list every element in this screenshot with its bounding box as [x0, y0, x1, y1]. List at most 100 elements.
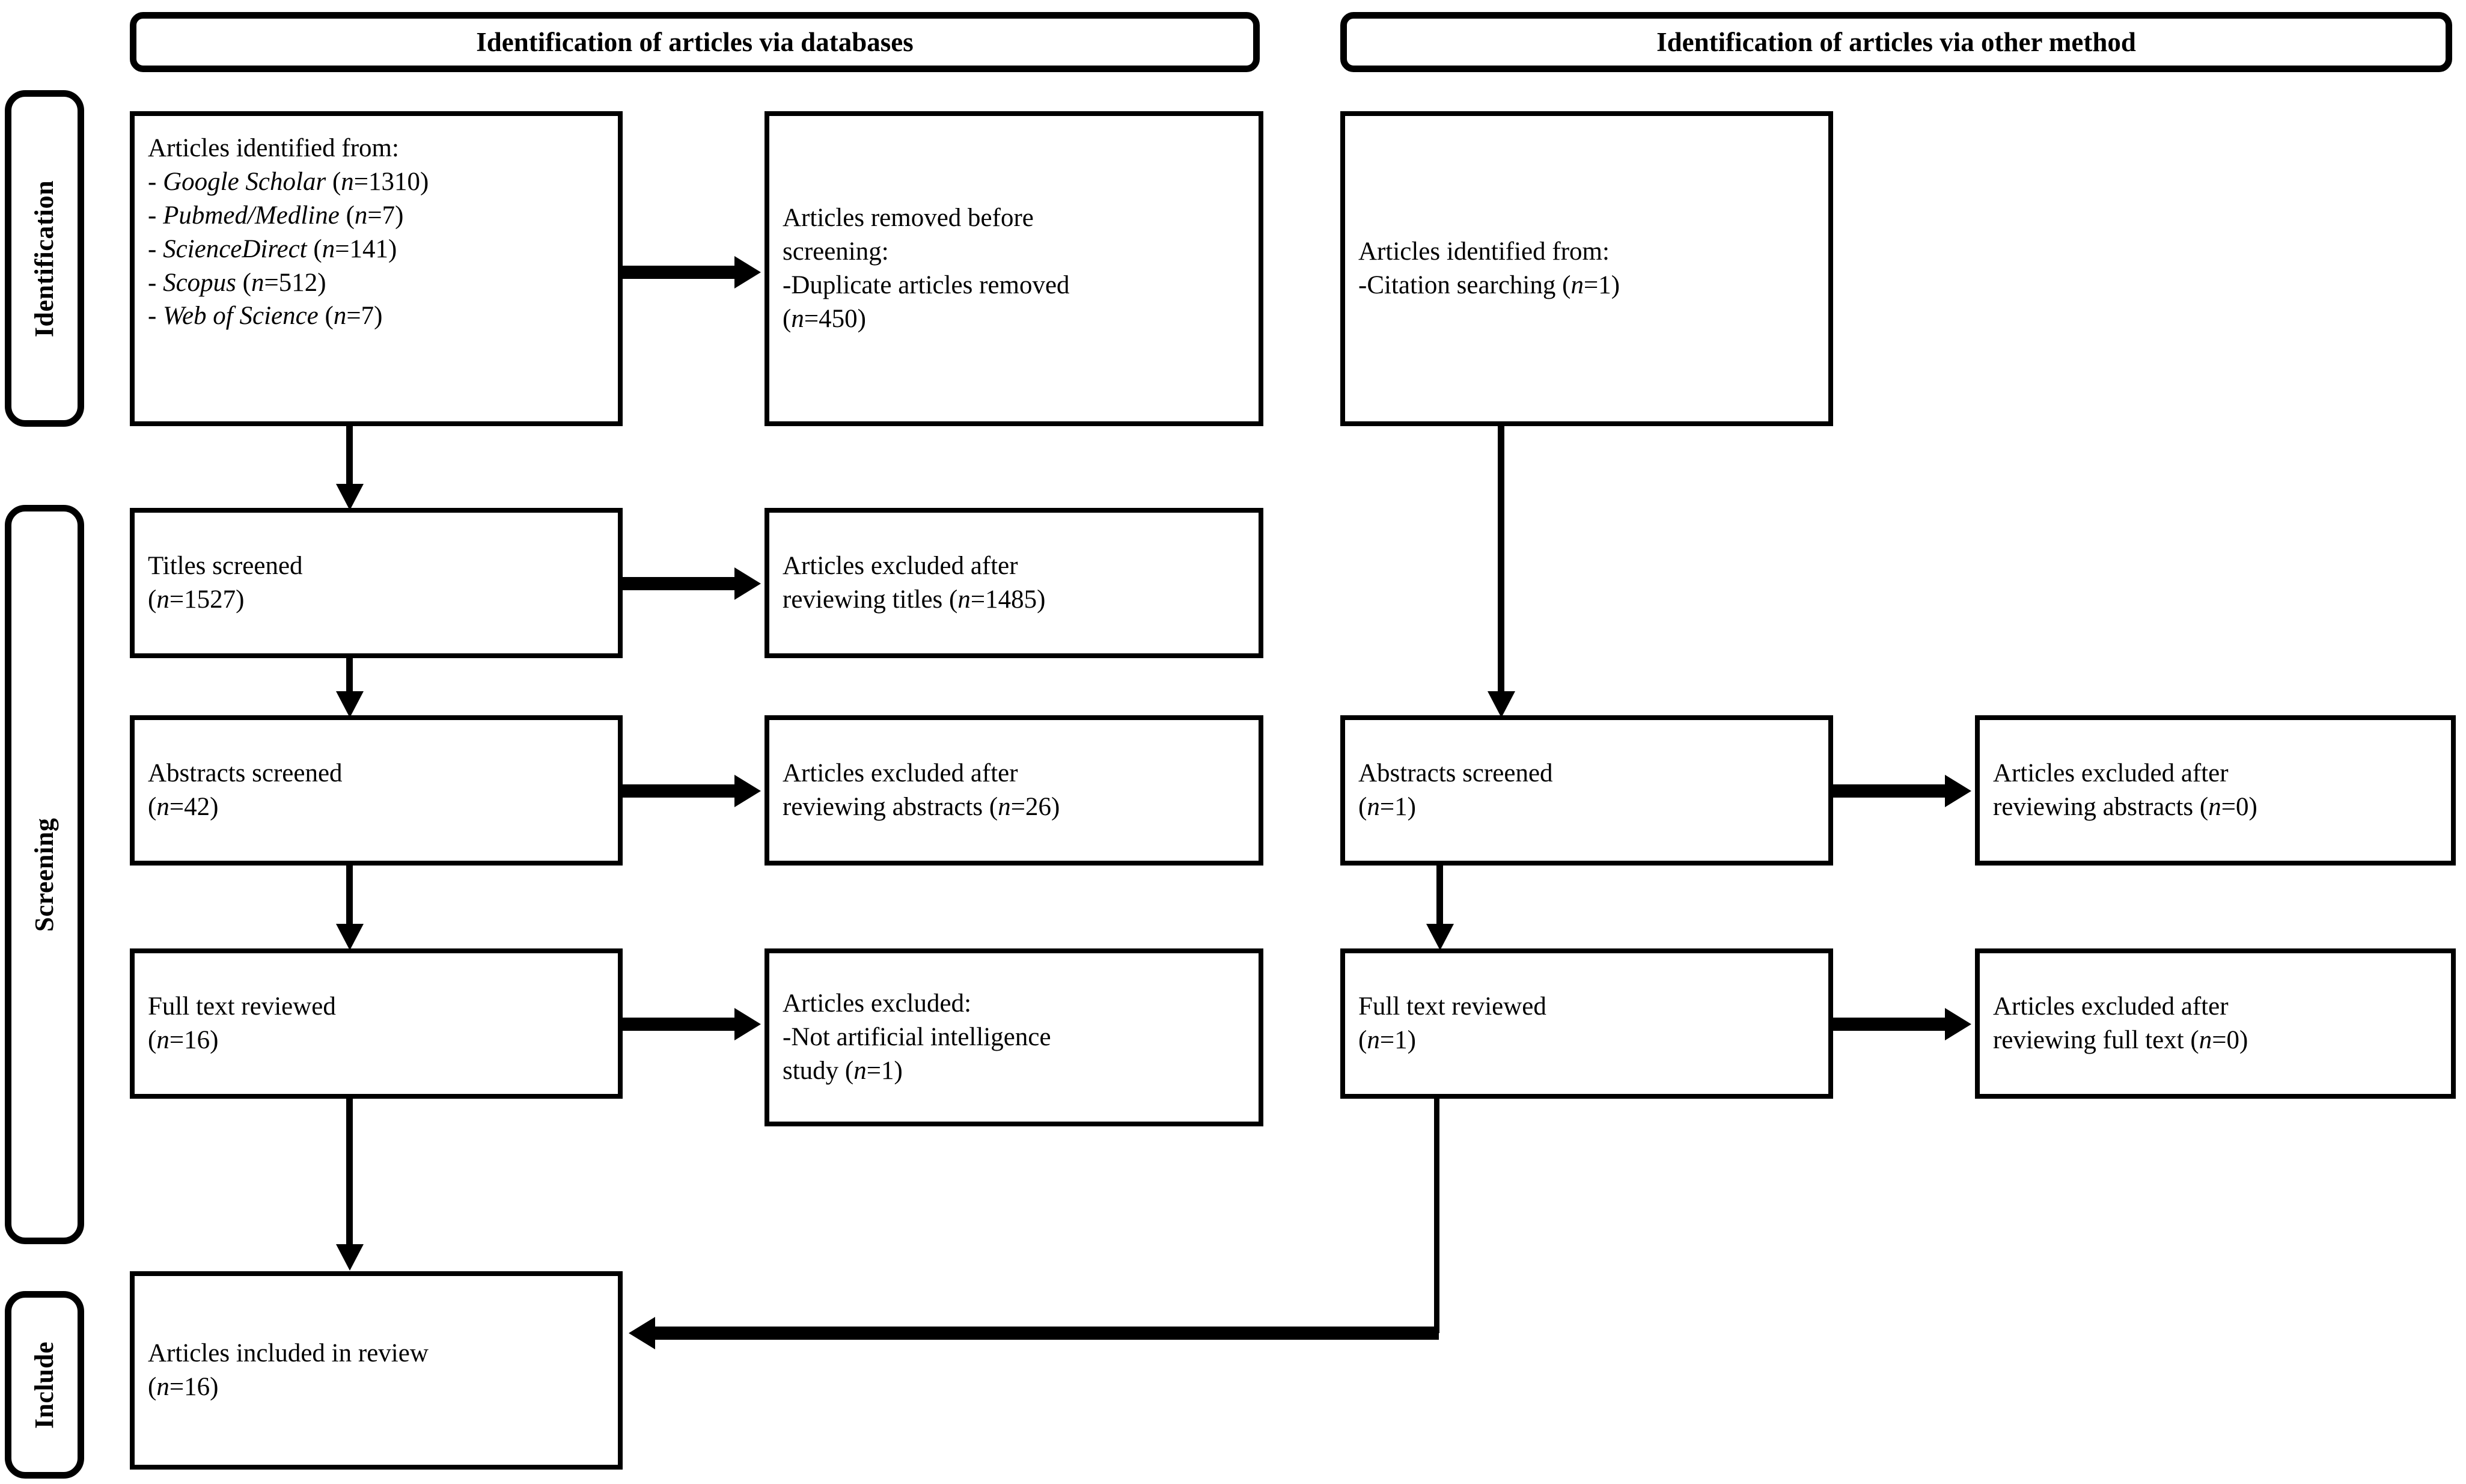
arrowhead-abstracts-to-abstracts-excluded	[734, 775, 761, 807]
box-abstracts-screened-databases: Abstracts screened (n=42)	[130, 715, 623, 866]
connector-other-abstracts-to-excluded	[1833, 784, 1949, 798]
connector-other-fulltext-elbow-vertical	[1434, 1099, 1439, 1333]
connector-other-identified-to-abstracts	[1498, 426, 1504, 695]
removed-line-3: -Duplicate articles removed	[783, 271, 1070, 299]
arrowhead-other-fulltext-to-excluded	[1945, 1008, 1971, 1040]
other-abstracts-screened-line-1: Abstracts screened	[1358, 759, 1553, 788]
box-articles-excluded-abstracts-other-method: Articles excluded after reviewing abstra…	[1975, 715, 2456, 866]
titles-excluded-line-1: Articles excluded after	[783, 552, 1018, 581]
abstracts-screened-line-1: Abstracts screened	[148, 759, 343, 788]
box-full-text-reviewed-other-method: Full text reviewed (n=1)	[1340, 948, 1833, 1099]
source-name: ScienceDirect	[163, 234, 307, 263]
arrowhead-other-abstracts-to-excluded	[1945, 775, 1971, 807]
column-header-databases: Identification of articles via databases	[130, 12, 1260, 72]
included-line-1: Articles included in review	[148, 1339, 429, 1368]
fulltext-reviewed-line-1: Full text reviewed	[148, 992, 336, 1021]
connector-abstracts-to-fulltext-databases	[346, 866, 353, 928]
phase-label-include: Include	[5, 1291, 84, 1479]
abstracts-excluded-line-1: Articles excluded after	[783, 759, 1018, 788]
source-item-web-of-science: - Web of Science (n=7)	[148, 299, 605, 333]
included-line-2: (n=16)	[148, 1373, 219, 1401]
box-articles-removed-before-screening: Articles removed before screening: -Dupl…	[765, 111, 1263, 426]
box-articles-excluded-titles: Articles excluded after reviewing titles…	[765, 508, 1263, 658]
box-articles-identified-other-method: Articles identified from: -Citation sear…	[1340, 111, 1833, 426]
titles-screened-line-1: Titles screened	[148, 552, 303, 581]
bullet: -	[148, 302, 157, 331]
other-abstracts-screened-line-2: (n=1)	[1358, 793, 1416, 821]
source-count: (n=512)	[242, 268, 326, 297]
box-heading: Articles identified from:	[148, 134, 399, 162]
phase-label-screening-text: Screening	[29, 817, 60, 932]
box-titles-screened: Titles screened (n=1527)	[130, 508, 623, 658]
connector-other-fulltext-elbow-horizontal	[655, 1327, 1439, 1340]
source-count: (n=141)	[313, 234, 397, 263]
other-abstracts-excluded-line-1: Articles excluded after	[1993, 759, 2229, 788]
connector-abstracts-to-fulltext-other-method	[1436, 866, 1443, 928]
phase-label-identification-text: Identification	[29, 180, 60, 337]
removed-line-1: Articles removed before	[783, 204, 1034, 233]
connector-fulltext-to-included	[346, 1099, 353, 1249]
fulltext-excluded-line-1: Articles excluded:	[783, 989, 972, 1018]
arrowhead-identified-to-removed	[734, 256, 761, 289]
other-fulltext-excluded-line-2: reviewing full text (n=0)	[1993, 1026, 2248, 1054]
column-header-other-method: Identification of articles via other met…	[1340, 12, 2452, 72]
connector-abstracts-to-abstracts-excluded	[623, 784, 738, 798]
arrowhead-identified-to-titles	[336, 484, 364, 510]
box-abstracts-screened-other-method: Abstracts screened (n=1)	[1340, 715, 1833, 866]
source-item-google-scholar: - Google Scholar (n=1310)	[148, 165, 605, 199]
arrowhead-abstracts-to-fulltext-other-method	[1426, 924, 1454, 950]
phase-label-identification: Identification	[5, 90, 84, 427]
connector-fulltext-to-fulltext-excluded	[623, 1018, 738, 1031]
other-fulltext-excluded-line-1: Articles excluded after	[1993, 992, 2229, 1021]
connector-other-fulltext-to-excluded	[1833, 1018, 1949, 1031]
arrowhead-other-identified-to-abstracts	[1488, 691, 1515, 718]
bullet: -	[148, 167, 157, 196]
bullet: -	[148, 234, 157, 263]
connector-titles-to-titles-excluded	[623, 577, 738, 590]
source-name: Pubmed/Medline	[163, 201, 340, 230]
other-abstracts-excluded-line-2: reviewing abstracts (n=0)	[1993, 793, 2257, 821]
source-item-pubmed-medline: - Pubmed/Medline (n=7)	[148, 199, 605, 233]
source-name: Web of Science	[163, 302, 319, 331]
box-full-text-reviewed-databases: Full text reviewed (n=16)	[130, 948, 623, 1099]
other-fulltext-reviewed-line-2: (n=1)	[1358, 1026, 1416, 1054]
fulltext-reviewed-line-2: (n=16)	[148, 1026, 219, 1054]
connector-titles-to-abstracts	[346, 658, 353, 695]
column-header-other-method-text: Identification of articles via other met…	[1656, 27, 2136, 57]
source-count: (n=1310)	[332, 167, 429, 196]
fulltext-excluded-line-2: -Not artificial intelligence	[783, 1023, 1051, 1052]
source-item-scopus: - Scopus (n=512)	[148, 266, 605, 300]
source-item-sciencedirect: - ScienceDirect (n=141)	[148, 233, 605, 266]
arrowhead-titles-to-titles-excluded	[734, 567, 761, 600]
source-name: Scopus	[163, 268, 236, 297]
source-count: (n=7)	[346, 201, 404, 230]
arrowhead-fulltext-to-included	[336, 1244, 364, 1271]
connector-identified-to-removed	[623, 266, 738, 279]
arrowhead-abstracts-to-fulltext-databases	[336, 924, 364, 950]
abstracts-excluded-line-2: reviewing abstracts (n=26)	[783, 793, 1060, 821]
box-articles-included-in-review: Articles included in review (n=16)	[130, 1271, 623, 1470]
arrowhead-fulltext-to-fulltext-excluded	[734, 1008, 761, 1040]
removed-line-2: screening:	[783, 237, 889, 266]
phase-label-screening: Screening	[5, 505, 84, 1244]
box-articles-excluded-full-text-databases: Articles excluded: -Not artificial intel…	[765, 948, 1263, 1126]
other-identified-line-2: -Citation searching (n=1)	[1358, 271, 1620, 299]
connector-identified-to-titles	[346, 426, 353, 489]
column-header-databases-text: Identification of articles via databases	[476, 27, 914, 57]
phase-label-include-text: Include	[29, 1341, 60, 1429]
box-articles-excluded-abstracts-databases: Articles excluded after reviewing abstra…	[765, 715, 1263, 866]
titles-screened-line-2: (n=1527)	[148, 585, 245, 614]
bullet: -	[148, 201, 157, 230]
source-count: (n=7)	[325, 302, 383, 331]
removed-line-4: (n=450)	[783, 304, 866, 333]
titles-excluded-line-2: reviewing titles (n=1485)	[783, 585, 1046, 614]
other-fulltext-reviewed-line-1: Full text reviewed	[1358, 992, 1546, 1021]
source-name: Google Scholar	[163, 167, 326, 196]
box-articles-identified-databases: Articles identified from: - Google Schol…	[130, 111, 623, 426]
arrowhead-other-fulltext-to-included	[629, 1317, 655, 1349]
abstracts-screened-line-2: (n=42)	[148, 793, 219, 821]
other-identified-line-1: Articles identified from:	[1358, 237, 1610, 266]
arrowhead-titles-to-abstracts	[336, 691, 364, 718]
bullet: -	[148, 268, 157, 297]
